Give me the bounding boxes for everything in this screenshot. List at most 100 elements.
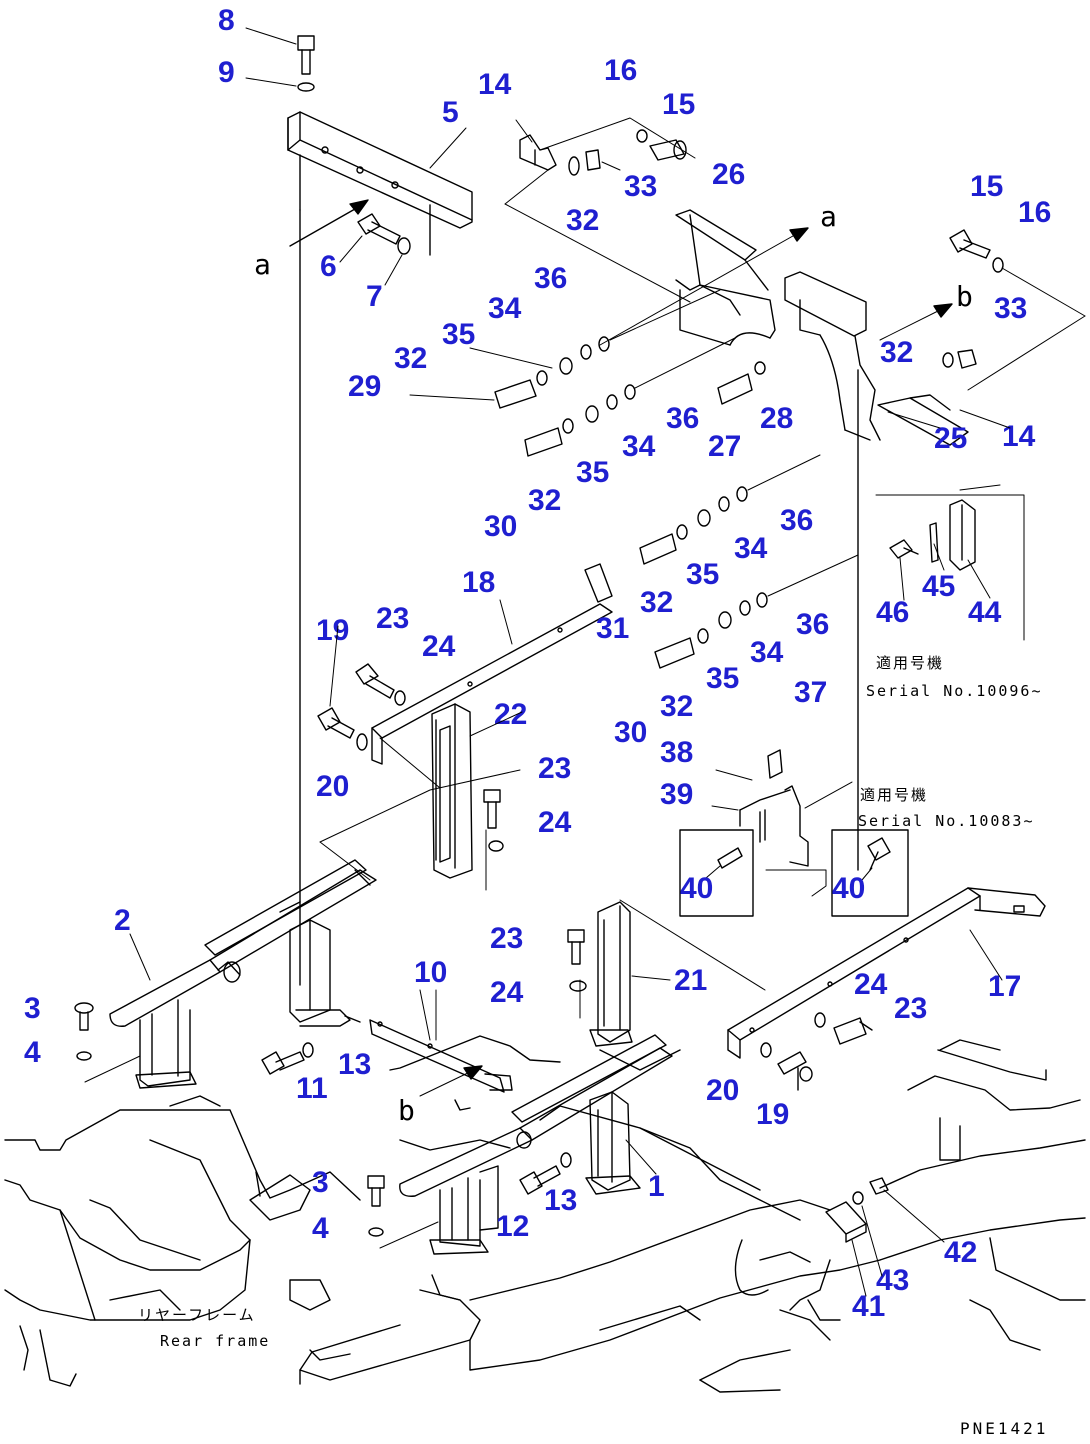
- part-label: 12: [496, 1210, 529, 1243]
- part-label: 34: [488, 292, 522, 325]
- hardware-3-4-lower: [367, 1175, 385, 1237]
- frame-bracket-1-drawing: [379, 1034, 673, 1255]
- part-label: 15: [662, 88, 695, 121]
- part-label: 35: [442, 318, 475, 351]
- part-label: 7: [366, 280, 383, 313]
- part-label: 21: [674, 964, 707, 997]
- part-label: 27: [708, 430, 741, 463]
- part-label: 9: [218, 56, 235, 89]
- part-label: 36: [796, 608, 829, 641]
- part-label: 1: [648, 1170, 665, 1203]
- part-label: 34: [734, 532, 768, 565]
- part-label: 30: [614, 716, 647, 749]
- part-label: 11: [296, 1072, 328, 1105]
- rear-frame-outline: [4, 1035, 1086, 1393]
- part-label: 36: [534, 262, 567, 295]
- hardware-stack-upper: [409, 289, 766, 457]
- part-label: 8: [218, 4, 235, 37]
- part-label: 35: [686, 558, 719, 591]
- bolt-8-washer-9-drawing: [245, 27, 315, 92]
- part-label: 20: [316, 770, 349, 803]
- part-label: 4: [24, 1036, 41, 1069]
- hardware-3-4-left: [74, 1002, 94, 1061]
- frame-label: リヤーフレーム Rear frame: [138, 1306, 270, 1350]
- hardware-41-42-43: [825, 1177, 889, 1243]
- part-label: 36: [666, 402, 699, 435]
- leader-lines: [129, 127, 1011, 1297]
- lever-31-drawing: [584, 563, 613, 603]
- callout-b-right: b: [956, 280, 973, 313]
- parts-37-38-39-drawing: [711, 749, 853, 867]
- part-label: 43: [876, 1264, 909, 1297]
- fold-line-40: [765, 869, 827, 897]
- bolt-6-washer-7-drawing: [339, 213, 411, 286]
- part-label: 38: [660, 736, 693, 769]
- arrow-a-left: [289, 199, 369, 247]
- part-label: 5: [442, 96, 459, 129]
- part-label: 25: [934, 422, 967, 455]
- bracket-5-drawing: [287, 111, 473, 256]
- part-label: 3: [312, 1166, 329, 1199]
- part-label: 32: [660, 690, 693, 723]
- part-label: 32: [566, 204, 599, 237]
- guide-line-middle: [319, 769, 521, 843]
- part-label: 24: [854, 968, 888, 1001]
- part-number-labels: 8 9 5 6 7 14 16 15 33 32 26 15 16 33 36 …: [24, 4, 1051, 1323]
- part-label: 24: [538, 806, 572, 839]
- part-label: 28: [760, 402, 793, 435]
- part-label: 16: [1018, 196, 1051, 229]
- callout-a-left: a: [254, 248, 271, 281]
- frame-bracket-2-drawing: [84, 859, 377, 1089]
- part-label: 13: [338, 1048, 371, 1081]
- part-label: 33: [994, 292, 1027, 325]
- part-label: 40: [832, 872, 865, 905]
- box-40-left: [679, 829, 754, 917]
- rear-frame-label-jp: リヤーフレーム: [138, 1306, 256, 1324]
- hardware-11-13: [261, 1042, 314, 1075]
- rear-frame-label-en: Rear frame: [160, 1332, 270, 1350]
- part-label: 29: [348, 370, 381, 403]
- part-label: 15: [970, 170, 1003, 203]
- part-label: 6: [320, 250, 337, 283]
- serial-note-1-jp: 適用号機: [876, 654, 944, 672]
- arrow-b-lower: [419, 1065, 483, 1097]
- part-label: 44: [968, 596, 1002, 629]
- part-label: 23: [376, 602, 409, 635]
- hardware-15-16-33-right: [942, 229, 1086, 391]
- serial-note-2-en: Serial No.10083~: [858, 812, 1035, 830]
- drawing-code: PNE1421: [960, 1419, 1048, 1438]
- part-label: 34: [622, 430, 656, 463]
- part-label: 16: [604, 54, 637, 87]
- part-label: 46: [876, 596, 909, 629]
- part-label: 23: [538, 752, 571, 785]
- part-label: 22: [494, 698, 527, 731]
- bracket-14-upper-drawing: [504, 117, 696, 303]
- hardware-32-33-15-16-upper: [568, 129, 687, 176]
- part-label: 37: [794, 676, 827, 709]
- part-label: 32: [528, 484, 561, 517]
- part-label: 2: [114, 904, 131, 937]
- hardware-23-24-near-21: [567, 929, 587, 992]
- part-label: 23: [490, 922, 523, 955]
- box-40-right: [831, 829, 909, 917]
- part-label: 32: [394, 342, 427, 375]
- rod-18-drawing: [371, 603, 613, 765]
- part-label: 14: [1002, 420, 1036, 453]
- part-label: 39: [660, 778, 693, 811]
- bracket-25-drawing: [784, 271, 969, 871]
- part-label: 35: [706, 662, 739, 695]
- part-label: 14: [478, 68, 512, 101]
- callout-a-right: a: [820, 200, 837, 233]
- part-label: 4: [312, 1212, 329, 1245]
- serial-note-2-jp: 適用号機: [860, 786, 928, 804]
- callout-letters: a a b b: [254, 200, 973, 1127]
- part-label: 24: [422, 630, 456, 663]
- detail-box-44-45-46: [875, 484, 1025, 641]
- hardware-19-20-23-24-right: [760, 1012, 873, 1091]
- part-label: 32: [880, 336, 913, 369]
- arrow-a-right: [599, 227, 809, 346]
- hardware-19-20-23-24-left: [317, 663, 406, 751]
- part-label: 19: [756, 1098, 789, 1131]
